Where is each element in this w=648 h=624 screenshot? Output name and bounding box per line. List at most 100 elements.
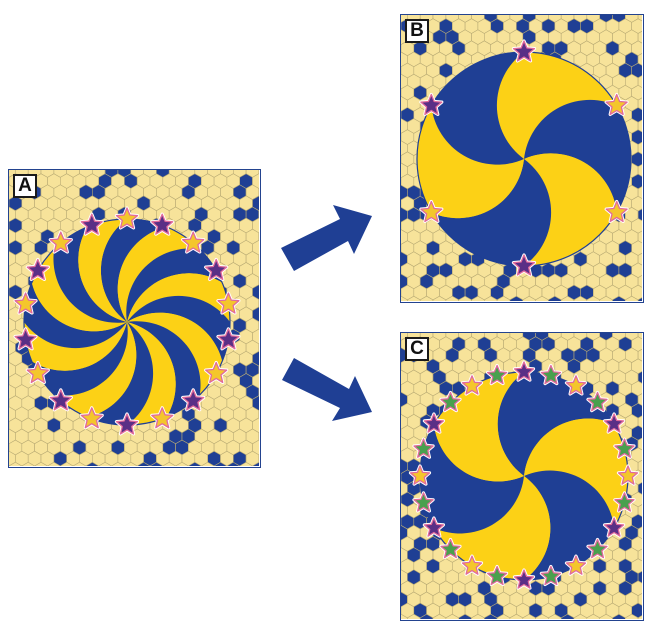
swirl-blade	[433, 476, 551, 580]
panel-b-figure	[401, 15, 642, 301]
hex-cell	[637, 526, 642, 540]
hex-cell	[637, 252, 642, 266]
yellow-star-icon	[182, 231, 205, 253]
panel-a-label: A	[13, 174, 37, 198]
swirl-blade	[78, 218, 127, 322]
green-star-icon	[614, 438, 635, 458]
yellow-star-icon	[420, 200, 443, 223]
arrow-to-c	[282, 358, 372, 421]
swirl-blade	[23, 282, 127, 349]
hex-cell	[188, 461, 202, 466]
yellow-star-icon	[14, 292, 37, 314]
purple-star-icon	[151, 213, 174, 235]
yellow-star-icon	[409, 465, 431, 485]
swirl-blade	[53, 226, 127, 323]
hex-cell	[9, 170, 16, 178]
swirl-blade	[31, 322, 128, 396]
green-star-icon	[587, 391, 608, 412]
green-star-icon	[540, 565, 562, 586]
purple-star-icon	[512, 40, 536, 62]
hex-cell	[637, 548, 642, 562]
purple-star-icon	[512, 254, 536, 276]
hex-cell	[637, 504, 642, 517]
yellow-star-icon	[605, 200, 628, 223]
swirl-blade	[416, 105, 524, 219]
hex-cell	[47, 461, 61, 466]
purple-star-icon	[26, 258, 49, 281]
hex-cell	[637, 415, 642, 429]
yellow-star-icon	[26, 361, 49, 384]
hex-cell	[637, 75, 642, 88]
hex-cell	[637, 53, 642, 66]
purple-star-icon	[217, 328, 240, 350]
hex-cell	[201, 461, 215, 466]
hex-cell	[59, 461, 74, 466]
hex-cell	[162, 461, 176, 466]
hex-cell	[98, 461, 112, 466]
green-star-icon	[614, 492, 635, 512]
swirl-disc	[23, 218, 231, 426]
purple-star-icon	[513, 361, 535, 381]
hex-cell	[637, 141, 642, 155]
yellow-star-icon	[565, 375, 587, 395]
swirl-blade	[23, 322, 127, 371]
purple-star-icon	[14, 328, 37, 350]
hex-cell	[213, 461, 228, 466]
hex-cell	[239, 461, 253, 466]
hex-cell	[637, 30, 642, 44]
star-ring	[13, 206, 241, 436]
hex-cell	[637, 371, 642, 384]
yellow-star-icon	[565, 555, 587, 575]
panel-b: B	[400, 14, 644, 303]
panel-a-figure	[9, 170, 259, 466]
swirl-blade	[497, 372, 615, 476]
hex-cell	[21, 461, 35, 466]
swirl-blade	[431, 51, 524, 165]
hex-cell	[637, 97, 642, 111]
hex-cell	[252, 461, 259, 466]
green-star-icon	[587, 538, 608, 559]
panel-c-label: C	[405, 337, 429, 361]
hex-cell	[637, 297, 642, 301]
hex-cell	[72, 461, 87, 466]
purple-star-icon	[115, 413, 139, 435]
swirl-blade	[87, 322, 154, 426]
hex-cell	[226, 461, 240, 466]
hex-cell	[637, 348, 642, 362]
swirl-blade	[419, 424, 524, 534]
purple-star-icon	[603, 517, 625, 537]
panel-b-label: B	[405, 19, 429, 43]
star-ring	[408, 360, 640, 590]
swirl-blade	[127, 312, 223, 395]
hex-cell	[637, 459, 642, 473]
purple-star-icon	[49, 389, 72, 411]
swirl-blade	[54, 322, 137, 418]
hex-cell	[34, 461, 48, 466]
hex-cell	[637, 570, 642, 584]
star-ring	[419, 39, 629, 277]
hex-cell	[637, 482, 642, 495]
purple-star-icon	[423, 413, 445, 433]
panel-a: A	[8, 169, 261, 468]
yellow-star-icon	[115, 207, 139, 229]
hex-cell	[136, 461, 151, 466]
hex-cell	[85, 461, 99, 466]
hex-cell	[637, 437, 642, 451]
yellow-star-icon	[151, 407, 174, 429]
swirl-blade	[431, 159, 552, 266]
panel-c: C	[400, 332, 644, 621]
hex-cell	[637, 393, 642, 406]
green-star-icon	[413, 492, 434, 512]
hex-cell	[637, 275, 642, 288]
swirl-blade	[127, 322, 176, 426]
swirl-blade	[31, 249, 127, 332]
hex-cell	[401, 15, 408, 23]
hex-cell	[637, 186, 642, 199]
swirl-disc	[416, 51, 632, 267]
hex-cell	[124, 461, 138, 466]
hex-cell	[637, 333, 642, 340]
hex-cell	[637, 593, 642, 606]
swirl-blade	[127, 295, 231, 362]
swirl-blade	[127, 321, 201, 418]
